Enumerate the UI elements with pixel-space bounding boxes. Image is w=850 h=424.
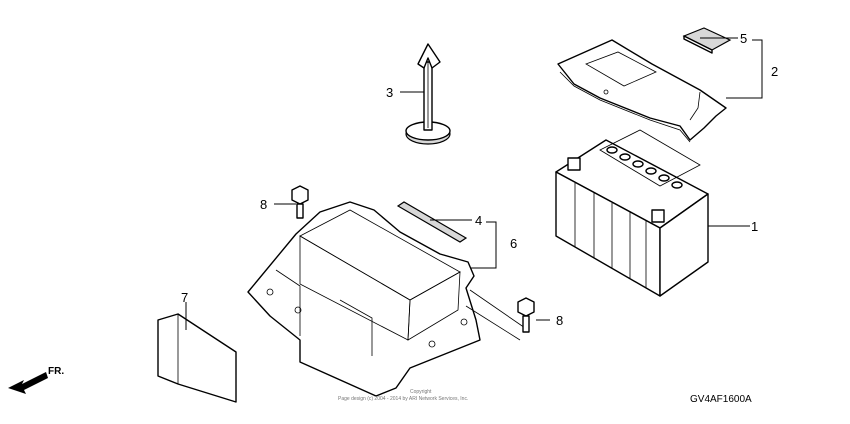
callout-3: 3 bbox=[386, 85, 393, 100]
part-battery-box bbox=[247, 201, 529, 397]
part-bolt-upper bbox=[291, 185, 309, 219]
part-rubber-strip bbox=[396, 201, 468, 243]
front-arrow-icon bbox=[8, 372, 48, 394]
part-pad bbox=[682, 27, 732, 54]
part-code: GV4AF1600A bbox=[690, 394, 752, 405]
callout-6: 6 bbox=[510, 236, 517, 251]
part-flat-plate bbox=[157, 313, 237, 403]
part-bolt-lower bbox=[517, 297, 535, 333]
callout-8-upper: 8 bbox=[260, 197, 267, 212]
callout-1: 1 bbox=[751, 219, 758, 234]
copyright-line-2: Page design (c) 2004 - 2014 by ARI Netwo… bbox=[338, 396, 468, 402]
part-battery bbox=[555, 129, 709, 297]
direction-label: FR. bbox=[48, 366, 64, 377]
callout-8-lower: 8 bbox=[556, 313, 563, 328]
copyright-line-1: Copyright bbox=[410, 389, 432, 395]
part-hold-clip bbox=[405, 43, 451, 145]
part-battery-cover bbox=[557, 39, 727, 143]
callout-7: 7 bbox=[181, 290, 188, 305]
callout-5: 5 bbox=[740, 31, 747, 46]
callout-4: 4 bbox=[475, 213, 482, 228]
leader-lines bbox=[185, 37, 763, 330]
callout-2: 2 bbox=[771, 64, 778, 79]
